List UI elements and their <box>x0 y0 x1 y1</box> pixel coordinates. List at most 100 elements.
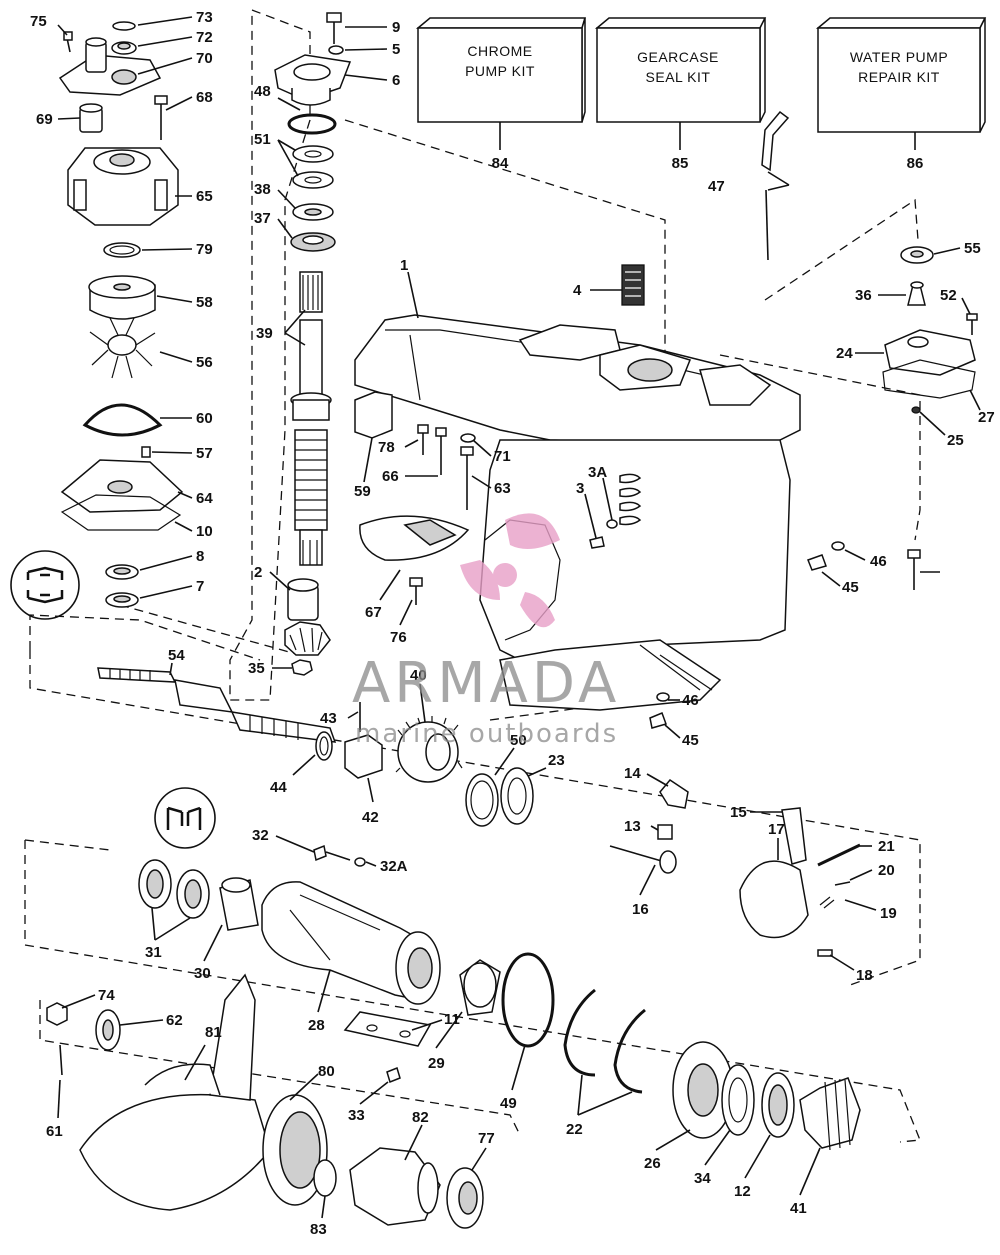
callout-22: 22 <box>566 1121 583 1138</box>
callout-46: 46 <box>870 553 887 570</box>
callout-25: 25 <box>947 432 964 449</box>
callout-33: 33 <box>348 1107 365 1124</box>
callout-31: 31 <box>145 944 162 961</box>
callout-46b: 46 <box>682 692 699 709</box>
water-pump-stack <box>10 21 184 620</box>
callout-12: 12 <box>734 1183 751 1200</box>
callout-2: 2 <box>254 564 262 581</box>
callout-62: 62 <box>166 1012 183 1029</box>
callout-44: 44 <box>270 779 287 796</box>
callout-68: 68 <box>196 89 213 106</box>
callout-83: 83 <box>310 1221 327 1238</box>
callout-43: 43 <box>320 710 337 727</box>
callout-36: 36 <box>855 287 872 304</box>
callout-29: 29 <box>428 1055 445 1072</box>
gearcase-housing <box>354 264 921 729</box>
callout-50: 50 <box>510 732 527 749</box>
callout-39: 39 <box>256 325 273 342</box>
callout-37: 37 <box>254 210 271 227</box>
callout-74: 74 <box>98 987 115 1004</box>
callout-19: 19 <box>880 905 897 922</box>
callout-3a: 3A <box>588 464 607 481</box>
callout-4: 4 <box>573 282 582 299</box>
callout-75: 75 <box>30 13 47 30</box>
callout-85: 85 <box>672 155 689 172</box>
callout-72: 72 <box>196 29 213 46</box>
callout-labels: 75 73 72 70 69 68 65 79 58 56 60 57 64 1… <box>30 9 995 1238</box>
callout-18: 18 <box>856 967 873 984</box>
callout-79: 79 <box>196 241 213 258</box>
callout-14: 14 <box>624 765 641 782</box>
callout-49: 49 <box>500 1095 517 1112</box>
kit-label-line1: CHROME <box>467 43 532 59</box>
callout-38: 38 <box>254 181 271 198</box>
kit-label-line1: WATER PUMP <box>850 49 948 65</box>
callout-73: 73 <box>196 9 213 26</box>
callout-66: 66 <box>382 468 399 485</box>
callout-21: 21 <box>878 838 895 855</box>
callout-77: 77 <box>478 1130 495 1147</box>
callout-23: 23 <box>548 752 565 769</box>
callout-65: 65 <box>196 188 213 205</box>
callout-15: 15 <box>730 804 747 821</box>
kit-box-water-pump-repair: WATER PUMP REPAIR KIT 86 <box>815 17 987 172</box>
callout-86: 86 <box>907 155 924 172</box>
armada-watermark: ARMADA marine outboards <box>352 513 620 749</box>
callout-10: 10 <box>196 523 213 540</box>
kit-box-chrome-pump: CHROME PUMP KIT 84 <box>415 17 587 172</box>
callout-47: 47 <box>708 178 725 195</box>
callout-67: 67 <box>365 604 382 621</box>
callout-32a: 32A <box>380 858 408 875</box>
callout-3: 3 <box>576 480 584 497</box>
callout-64: 64 <box>196 490 213 507</box>
callout-27: 27 <box>978 409 995 426</box>
kit-label-line2: SEAL KIT <box>646 69 711 85</box>
callout-26: 26 <box>644 1155 661 1172</box>
water-tube-assembly <box>761 110 978 414</box>
watermark-brand: ARMADA <box>352 651 620 716</box>
leader-lines <box>57 16 981 1219</box>
callout-35: 35 <box>248 660 265 677</box>
callout-70: 70 <box>196 50 213 67</box>
callout-34: 34 <box>694 1170 711 1187</box>
kit-label-line2: PUMP KIT <box>465 63 535 79</box>
callout-55: 55 <box>964 240 981 257</box>
callout-60: 60 <box>196 410 213 427</box>
callout-42: 42 <box>362 809 379 826</box>
callout-5: 5 <box>392 41 400 58</box>
callout-84: 84 <box>492 155 509 172</box>
callout-54: 54 <box>168 647 185 664</box>
callout-17: 17 <box>768 821 785 838</box>
callout-45: 45 <box>842 579 859 596</box>
callout-20: 20 <box>878 862 895 879</box>
callout-7: 7 <box>196 578 204 595</box>
callout-69: 69 <box>36 111 53 128</box>
callout-40: 40 <box>410 667 427 684</box>
armada-logo-icon <box>460 513 560 628</box>
callout-78: 78 <box>378 439 395 456</box>
callout-6: 6 <box>392 72 400 89</box>
callout-32: 32 <box>252 827 269 844</box>
callout-59: 59 <box>354 483 371 500</box>
callout-51: 51 <box>254 131 271 148</box>
callout-82: 82 <box>412 1109 429 1126</box>
callout-13: 13 <box>624 818 641 835</box>
kit-label-line1: GEARCASE <box>637 49 719 65</box>
callout-1: 1 <box>400 257 408 274</box>
callout-63: 63 <box>494 480 511 497</box>
callout-45b: 45 <box>682 732 699 749</box>
callout-48: 48 <box>254 83 271 100</box>
callout-76: 76 <box>390 629 407 646</box>
callout-57: 57 <box>196 445 213 462</box>
lower-assembly <box>46 787 861 1229</box>
callout-41: 41 <box>790 1200 807 1217</box>
callout-58: 58 <box>196 294 213 311</box>
watermark-tagline: marine outboards <box>355 719 618 749</box>
kit-box-gearcase-seal: GEARCASE SEAL KIT 85 <box>594 17 767 172</box>
callout-61: 61 <box>46 1123 63 1140</box>
callout-30: 30 <box>194 965 211 982</box>
callout-8: 8 <box>196 548 204 565</box>
callout-16: 16 <box>632 901 649 918</box>
